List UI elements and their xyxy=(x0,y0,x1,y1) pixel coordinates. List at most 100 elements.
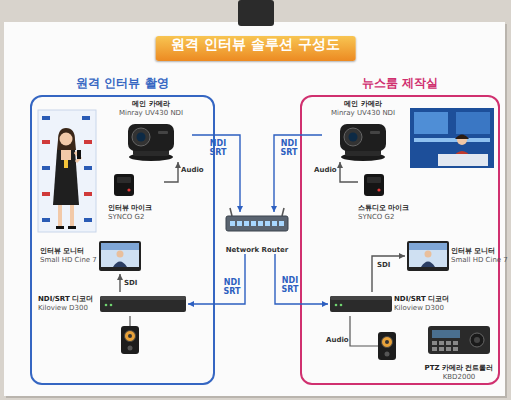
monitor-box: 인터뷰 모니터Small HD Cine 7 xyxy=(405,238,497,274)
interview-backdrop xyxy=(42,116,50,120)
network-router-icon xyxy=(272,221,277,226)
reporter-figure xyxy=(57,128,76,150)
interview-backdrop xyxy=(42,140,50,144)
device-name: NDI/SRT 디코더 xyxy=(394,295,449,304)
interview-backdrop xyxy=(42,192,50,196)
panel-heading: 뉴스룸 제작실 xyxy=(302,75,498,92)
device-name: 메인 카메라 xyxy=(344,100,381,109)
device-model: Small HD Cine 7 xyxy=(451,256,508,265)
interview-backdrop xyxy=(38,110,96,232)
device-model: KBD2000 xyxy=(443,373,476,382)
signal-connector xyxy=(119,274,120,292)
ptz-controller-icon xyxy=(428,326,490,354)
decoder-icon xyxy=(330,296,392,300)
ptz-controller-icon xyxy=(446,341,451,345)
decoder-icon xyxy=(110,304,113,307)
device-name: 인터뷰 모니터 xyxy=(451,247,495,256)
ptz-controller-icon xyxy=(432,330,460,338)
camera-box: 메인 카메라Minray UV430 NDI xyxy=(110,100,192,162)
reporter-figure xyxy=(64,160,68,168)
reporter-figure xyxy=(53,150,79,205)
device-name: 스튜디오 마이크 xyxy=(358,204,409,213)
interview-backdrop xyxy=(82,116,90,120)
ptz-controller-icon xyxy=(432,347,437,351)
ptz-controller-icon xyxy=(439,347,444,351)
signal-connector xyxy=(340,162,358,182)
signal-connector xyxy=(372,256,405,292)
signal-connector xyxy=(188,254,245,304)
signal-label: NDI SRT xyxy=(279,139,299,157)
signal-label: Audio xyxy=(181,166,204,174)
network-router-icon xyxy=(237,221,242,226)
decoder-box: NDI/SRT 디코더Kiloview D300 xyxy=(38,292,188,316)
signal-label: NDI SRT xyxy=(208,139,228,157)
signal-connector xyxy=(164,162,178,182)
reporter-figure xyxy=(68,226,76,229)
device-name: PTZ 카메라 컨트롤러 xyxy=(425,364,494,373)
monitor-icon xyxy=(99,241,141,271)
reporter-figure xyxy=(58,205,62,227)
network-router-icon xyxy=(226,208,288,231)
network-router-icon xyxy=(244,221,249,226)
decoder-icon xyxy=(340,304,343,307)
decoder-icon xyxy=(100,296,186,312)
mic-box: 스튜디오 마이크SYNCO G2 xyxy=(358,170,420,222)
device-model: Kiloview D300 xyxy=(38,304,88,313)
network-router-icon xyxy=(230,208,232,216)
decoder-icon xyxy=(105,304,108,307)
ptz-controller-icon xyxy=(474,337,480,343)
wireless-mic-icon xyxy=(114,174,134,196)
signal-label: Audio xyxy=(314,166,337,174)
mic-box: 인터뷰 마이크SYNCO G2 xyxy=(108,170,164,222)
ptz-controller-icon xyxy=(432,341,437,345)
newsroom-studio xyxy=(438,154,488,166)
panel-heading: 원격 인터뷰 촬영 xyxy=(32,75,213,92)
network-router-icon xyxy=(230,221,235,226)
newsroom-studio xyxy=(455,135,469,140)
newsroom-studio xyxy=(414,138,490,142)
interview-backdrop xyxy=(84,218,92,222)
camera-box: 메인 카메라Minray UV430 NDI xyxy=(322,100,404,162)
device-name: Network Router xyxy=(226,246,289,254)
speaker-wire xyxy=(129,316,130,326)
ptz-controller-icon xyxy=(453,347,458,351)
signal-label: NDI SRT xyxy=(280,276,300,294)
decoder-icon xyxy=(335,304,338,307)
location-panel: 원격 인터뷰 촬영메인 카메라Minray UV430 NDI인터뷰 마이크SY… xyxy=(30,95,215,385)
signal-label: Audio xyxy=(326,336,349,344)
interview-backdrop xyxy=(42,218,50,222)
device-name: 인터뷰 마이크 xyxy=(108,204,152,213)
network-router-icon xyxy=(251,221,256,226)
decoder-icon xyxy=(330,296,392,312)
newsroom-studio xyxy=(414,112,448,134)
signal-connector xyxy=(275,254,328,304)
newsroom-studio xyxy=(456,112,490,134)
network-router-icon xyxy=(265,221,270,226)
ptz-controller-icon xyxy=(470,333,484,347)
diagram-title: 원격 인터뷰 솔루션 구성도 xyxy=(155,36,356,61)
reporter-figure xyxy=(61,150,71,160)
speaker-icon xyxy=(378,332,396,360)
signal-label: SDI xyxy=(377,261,390,269)
wireless-mic-icon xyxy=(364,174,384,196)
ptz-controller-icon xyxy=(453,341,458,345)
reporter-figure xyxy=(53,128,81,229)
reporter-figure xyxy=(60,133,73,146)
ptz-controller-icon xyxy=(428,326,490,354)
device-model: Minray UV430 NDI xyxy=(331,109,395,118)
signal-label: NDI SRT xyxy=(222,278,242,296)
interview-backdrop xyxy=(38,110,96,232)
speaker-icon xyxy=(121,326,139,354)
ptz-controller-icon xyxy=(439,341,444,345)
reporter-figure xyxy=(70,205,74,227)
device-name: NDI/SRT 디코더 xyxy=(38,295,93,304)
controller-box: PTZ 카메라 컨트롤러KBD2000 xyxy=(420,322,498,382)
device-model: Small HD Cine 7 xyxy=(40,256,97,265)
signal-label: SDI xyxy=(124,279,137,287)
device-model: SYNCO G2 xyxy=(108,213,144,222)
newsroom-studio xyxy=(410,108,494,168)
newsroom-studio xyxy=(410,108,494,168)
device-model: Kiloview D300 xyxy=(394,304,444,313)
network-router-icon xyxy=(279,221,284,226)
